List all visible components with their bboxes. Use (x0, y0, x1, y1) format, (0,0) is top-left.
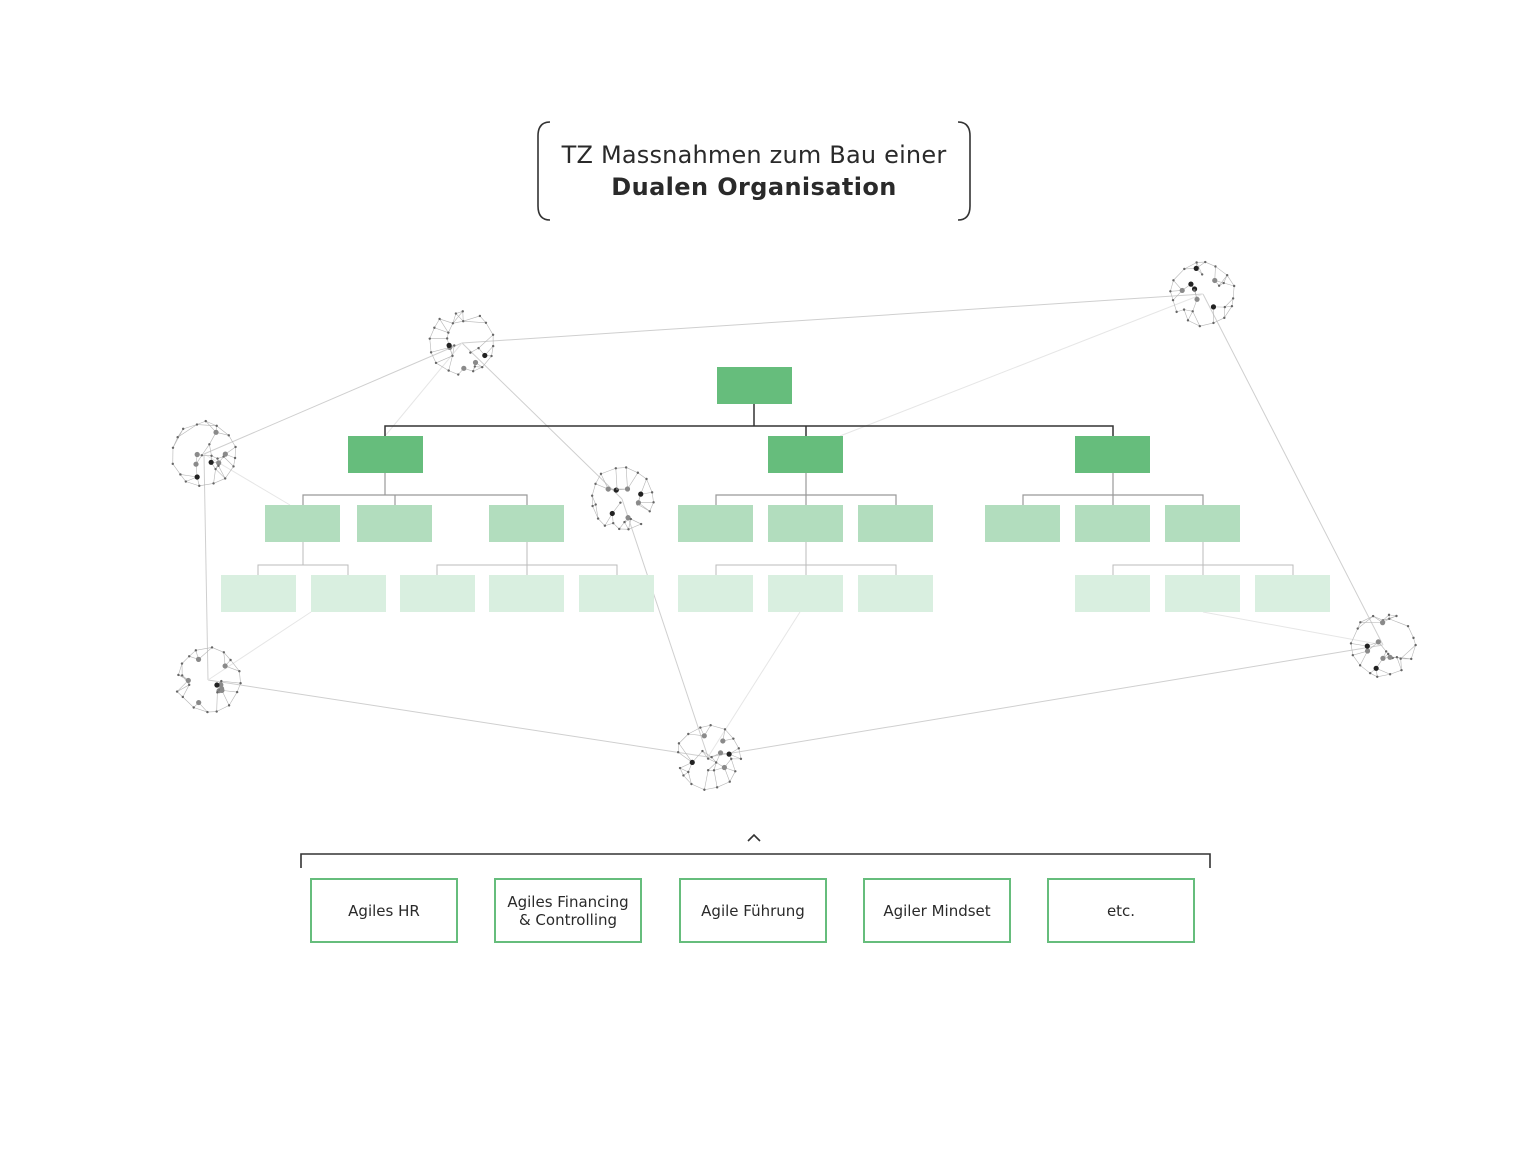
network-link (1202, 293, 1384, 646)
title-line-1: TZ Massnahmen zum Bau einer (561, 141, 947, 169)
measure-box-agiles-financing: Agiles Financing & Controlling (494, 878, 642, 943)
network-globe-icon (590, 466, 655, 531)
org-line (257, 564, 349, 575)
org-level4-box (1075, 575, 1150, 612)
measure-label: Agiler Mindset (883, 901, 991, 920)
org-level3-box (265, 505, 340, 542)
title-bracket-right (957, 121, 971, 221)
network-link (207, 679, 709, 758)
org-level2-box (348, 436, 423, 473)
org-line (384, 425, 1114, 436)
measure-box-etc: etc. (1047, 878, 1195, 943)
network-link (461, 342, 623, 500)
network-connections (203, 293, 1384, 758)
measure-box-agiler-mindset: Agiler Mindset (863, 878, 1011, 943)
caret-up-icon (747, 833, 761, 842)
measure-label: Agiles HR (348, 901, 420, 920)
org-level4-box (579, 575, 654, 612)
network-link (621, 498, 709, 758)
network-globe-icon (171, 419, 237, 488)
network-link (461, 293, 1204, 344)
org-level4-box (678, 575, 753, 612)
org-level4-box (768, 575, 843, 612)
measure-box-agile-fuehrung: Agile Führung (679, 878, 827, 943)
org-level2-box (768, 436, 843, 473)
network-link (384, 342, 463, 437)
network-globe-icon (1349, 613, 1417, 678)
org-level4-box (1165, 575, 1240, 612)
network-link (1202, 611, 1384, 646)
network-nodes (171, 260, 1417, 791)
network-link (203, 342, 463, 455)
org-level4-box (311, 575, 386, 612)
network-globe-icon (1169, 260, 1236, 328)
network-link (707, 611, 801, 758)
network-globe-icon (175, 646, 242, 714)
title-line-2: Dualen Organisation (611, 173, 897, 201)
org-level3-box (1075, 505, 1150, 542)
title-block: TZ Massnahmen zum Bau einer Dualen Organ… (538, 120, 970, 222)
measures-bracket (300, 853, 1211, 868)
org-level2-box (1075, 436, 1150, 473)
org-level4-box (221, 575, 296, 612)
org-level3-box (489, 505, 564, 542)
org-root-box (717, 367, 792, 404)
org-level4-box (489, 575, 564, 612)
org-chart (221, 367, 1330, 612)
measure-label: Agile Führung (701, 901, 805, 920)
org-line (302, 494, 528, 505)
network-globe-icon (676, 724, 743, 791)
network-link (207, 611, 312, 681)
org-level3-box (1165, 505, 1240, 542)
org-level3-box (357, 505, 432, 542)
org-level4-box (1255, 575, 1330, 612)
org-level3-box (858, 505, 933, 542)
measure-box-agiles-hr: Agiles HR (310, 878, 458, 943)
measure-label: etc. (1106, 901, 1136, 920)
org-level3-box (985, 505, 1060, 542)
measure-label: Agiles Financing & Controlling (507, 892, 629, 929)
org-connectors (257, 404, 1294, 575)
org-level4-box (858, 575, 933, 612)
title-bracket-left (537, 121, 551, 221)
network-globe-icon (428, 310, 495, 376)
network-link (707, 644, 1384, 758)
network-link (203, 453, 209, 681)
network-link (839, 293, 1204, 437)
org-level3-box (678, 505, 753, 542)
org-level4-box (400, 575, 475, 612)
org-level3-box (768, 505, 843, 542)
